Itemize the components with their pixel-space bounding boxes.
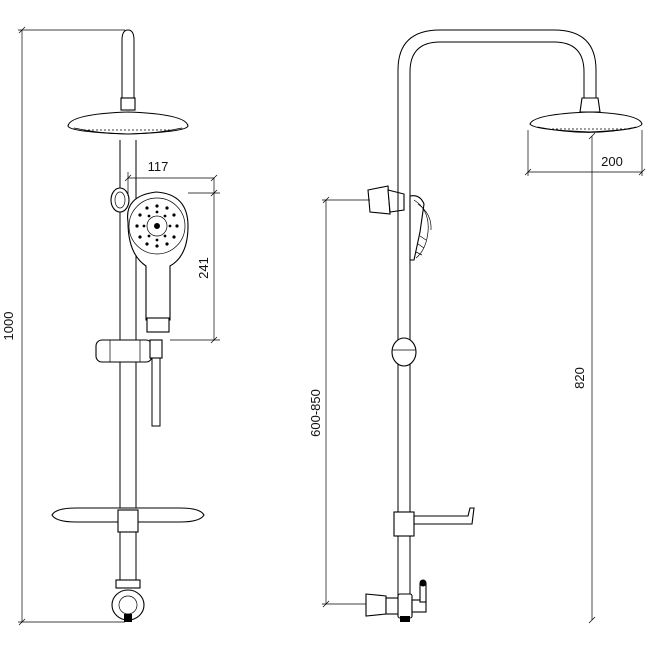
adjust-range-dimension: 600-850: [308, 196, 370, 608]
front-overhead-shower-head: [67, 111, 189, 135]
side-overhead-shower-head: [529, 111, 643, 133]
handshower-offset-label: 117: [148, 159, 169, 174]
head-height-label: 820: [572, 367, 587, 389]
total-height-label: 1000: [1, 312, 16, 341]
side-wall-connector: [365, 579, 427, 622]
side-soap-shelf: [393, 507, 475, 596]
handshower-offset-dimension: 117: [124, 159, 218, 196]
side-gooseneck-arm: [397, 29, 601, 190]
side-rail: [391, 190, 417, 515]
front-diverter: [111, 579, 145, 622]
side-handshower-holder: [367, 185, 432, 261]
total-height-dimension: 1000: [1, 26, 125, 626]
spray-nozzles: [135, 204, 179, 248]
head-diameter-dimension: 200: [524, 130, 646, 176]
front-soap-dish: [51, 507, 205, 580]
head-diameter-label: 200: [601, 154, 623, 169]
head-height-dimension: 820: [572, 132, 596, 624]
handshower-length-label: 241: [196, 257, 211, 279]
front-riser-pipe: [119, 29, 137, 512]
side-view: 200 820: [308, 29, 646, 624]
adjust-range-label: 600-850: [308, 389, 323, 437]
front-hook-ring: [110, 187, 130, 213]
front-view: 1000: [1, 26, 220, 626]
front-hand-shower: [127, 191, 189, 333]
handshower-length-dimension: 241: [170, 178, 220, 344]
front-slider-bracket: [95, 339, 163, 427]
